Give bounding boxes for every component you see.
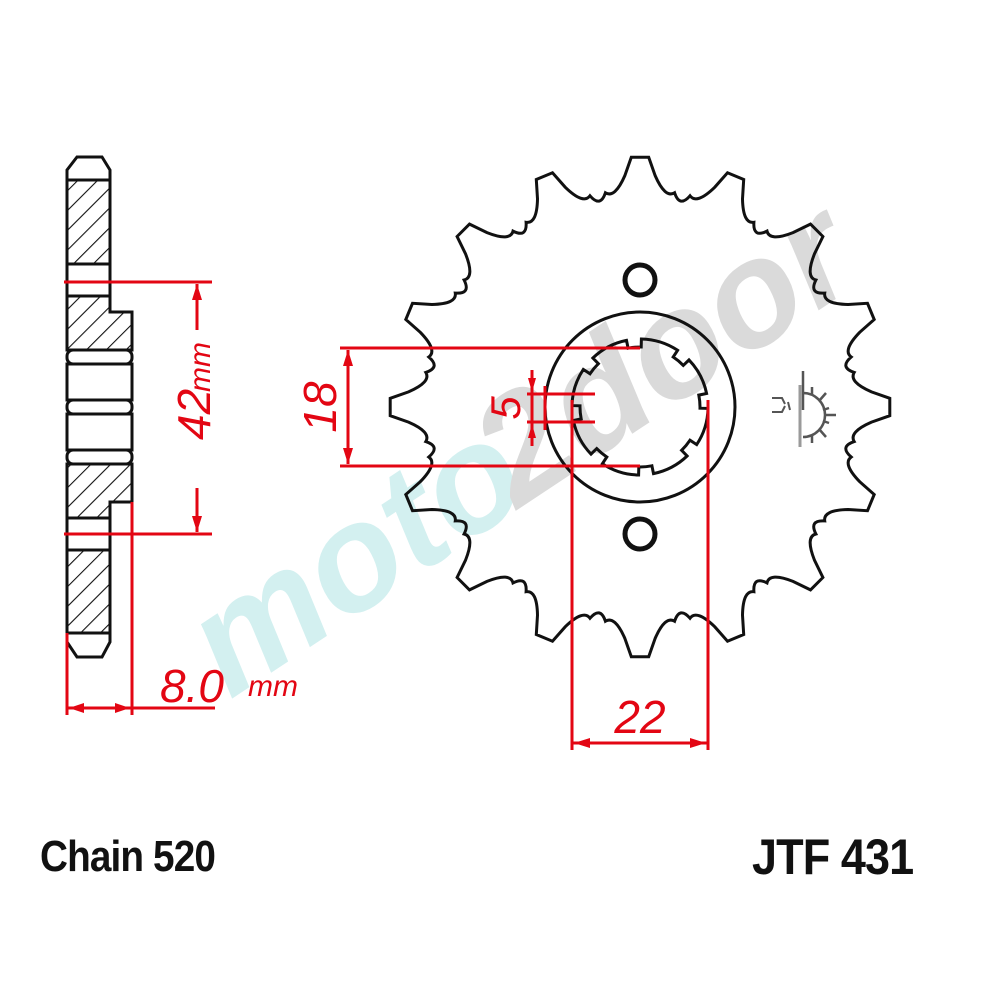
dim-18-value: 18 bbox=[294, 381, 346, 433]
dim-thickness-unit: mm bbox=[248, 670, 298, 703]
dimension-lines bbox=[64, 280, 710, 750]
sprocket-outline bbox=[388, 155, 892, 659]
part-number-label: JTF 431 bbox=[752, 829, 914, 885]
chain-size-label: Chain 520 bbox=[40, 832, 216, 881]
watermark-2door: 2door bbox=[440, 162, 889, 538]
dim-thickness-value: 8.0 bbox=[160, 660, 224, 712]
jt-logo-icon bbox=[772, 371, 836, 447]
sprocket-cross-section bbox=[65, 155, 134, 659]
dim-22-value: 22 bbox=[613, 691, 665, 743]
watermark: moto 2door bbox=[155, 162, 889, 727]
bolt-hole-bottom bbox=[622, 516, 658, 552]
dimension-text: 42 mm 8.0 mm 22 18 5 bbox=[160, 342, 666, 743]
dim-42-unit: mm bbox=[184, 342, 217, 392]
dim-5-value: 5 bbox=[482, 396, 529, 420]
dim-42-value: 42 bbox=[168, 389, 220, 440]
bolt-hole-top bbox=[622, 262, 658, 298]
